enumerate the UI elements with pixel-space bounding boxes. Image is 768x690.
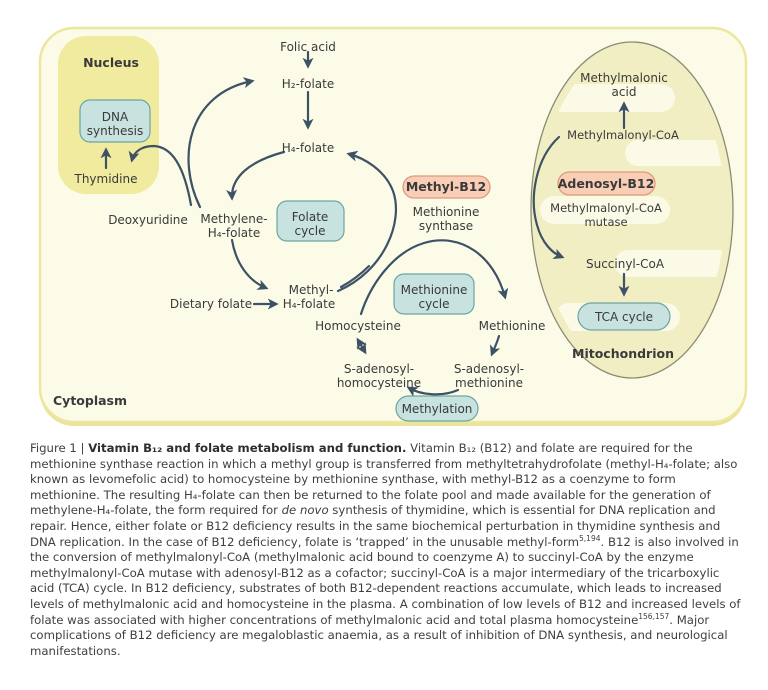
arrow-homocysteine-to-methionine <box>359 239 509 316</box>
methionine-label: Methionine <box>479 319 546 333</box>
adenosyl-b12-box <box>557 171 656 196</box>
succinyl-coa-label: Succinyl-CoA <box>586 257 665 271</box>
methionine-cycle-line1: Methionine <box>401 283 468 297</box>
arrow-methylmalonyl-coa-to-succinyl-coa <box>532 135 565 260</box>
methylmalonyl-coa-label: Methylmalonyl-CoA <box>567 128 679 142</box>
arrow-methylene-to-methyl-h4-folate <box>230 238 269 290</box>
methionine-cycle-line2: cycle <box>418 297 449 311</box>
h4-folate-label: H₄-folate <box>282 141 335 155</box>
methylation-label: Methylation <box>402 402 473 416</box>
tca-cycle-label: TCA cycle <box>594 310 653 324</box>
methionine-synthase-line1: Methionine <box>413 205 480 219</box>
crista-shape <box>615 250 725 277</box>
methyl-group-transfer-line <box>339 264 371 289</box>
dna-synthesis-line1: DNA <box>102 110 129 124</box>
methionine-cycle-box <box>393 273 475 315</box>
figure-caption-reference-1: 5,194 <box>579 533 601 543</box>
s-adenosyl-methionine-line1: S-adenosyl- <box>454 362 524 376</box>
crista-shape <box>540 84 675 112</box>
arrow-s-adenosyl-homocysteine-homocysteine-bidirectional <box>356 337 367 355</box>
homocysteine-label: Homocysteine <box>315 319 401 333</box>
metabolism-diagram: Nucleus Mitochondrion Cytoplasm <box>38 26 748 426</box>
methyl-b12-box <box>402 175 491 199</box>
crista-shape <box>625 140 725 166</box>
arrow-deoxyuridine-to-thymidine <box>128 144 193 207</box>
dna-synthesis-box <box>79 99 151 143</box>
methyl-h4-folate-line2: H₄-folate <box>283 297 336 311</box>
s-adenosyl-homocysteine-line1: S-adenosyl- <box>344 362 414 376</box>
s-adenosyl-homocysteine-line2: homocysteine <box>337 376 421 390</box>
deoxyuridine-label: Deoxyuridine <box>108 213 188 227</box>
figure-caption-body4: . Major complications of B12 deficiency … <box>30 612 728 658</box>
figure-caption-reference-2: 156,157 <box>638 611 670 621</box>
dna-synthesis-line2: synthesis <box>87 124 144 138</box>
figure-caption-prefix: Figure 1 | <box>30 441 89 455</box>
folate-cycle-box <box>276 200 345 242</box>
methylation-box <box>395 395 479 422</box>
cytoplasm-label: Cytoplasm <box>53 393 127 408</box>
figure-caption-body1: Vitamin B₁₂ (B12) and folate are require… <box>30 441 738 518</box>
h2-folate-label: H₂-folate <box>282 77 335 91</box>
methyl-h4-folate-line1: Methyl- <box>289 283 334 297</box>
tca-cycle-box <box>577 302 671 331</box>
s-adenosyl-methionine-line2: methionine <box>455 376 523 390</box>
nucleus-label: Nucleus <box>83 55 139 70</box>
mitochondrion-label: Mitochondrion <box>572 346 674 361</box>
figure-caption-title: Vitamin B₁₂ and folate metabolism and fu… <box>88 441 407 455</box>
methionine-synthase-line2: synthase <box>419 219 473 233</box>
crista-shape <box>540 196 670 224</box>
methyl-b12-label: Methyl-B12 <box>406 179 486 194</box>
methylmalonic-acid-line2: acid <box>612 85 637 99</box>
adenosyl-b12-label: Adenosyl-B12 <box>558 176 655 191</box>
methylmalonyl-coa-mutase-line2: mutase <box>584 215 627 229</box>
thymidine-label: Thymidine <box>74 172 138 186</box>
methylmalonyl-coa-mutase-line1: Methylmalonyl-CoA <box>550 201 662 215</box>
arrow-methylene-to-h2-folate <box>187 77 255 209</box>
figure-caption-body2: synthesis of thymidine, which is essenti… <box>30 503 721 549</box>
figure-caption-body3: . B12 is also involved in the conversion… <box>30 534 741 627</box>
arrow-methionine-to-s-adenosyl-methionine <box>489 334 501 357</box>
figure-caption-de-novo: de novo <box>281 503 329 518</box>
methylene-h4-folate-line2: H₄-folate <box>208 226 261 240</box>
folate-cycle-line1: Folate <box>292 210 329 224</box>
arrow-methyl-h4-folate-to-h4-folate <box>336 150 398 293</box>
arrow-h4-folate-to-methylene <box>226 150 286 201</box>
arrow-s-adenosyl-methionine-to-s-adenosyl-homocysteine <box>406 386 460 397</box>
methylene-h4-folate-line1: Methylene- <box>200 212 267 226</box>
figure-caption: Figure 1 | Vitamin B₁₂ and folate metabo… <box>30 441 742 659</box>
methylmalonic-acid-line1: Methylmalonic <box>580 71 668 85</box>
folic-acid-label: Folic acid <box>280 40 336 54</box>
folate-cycle-line2: cycle <box>294 224 325 238</box>
dietary-folate-label: Dietary folate <box>170 297 252 311</box>
